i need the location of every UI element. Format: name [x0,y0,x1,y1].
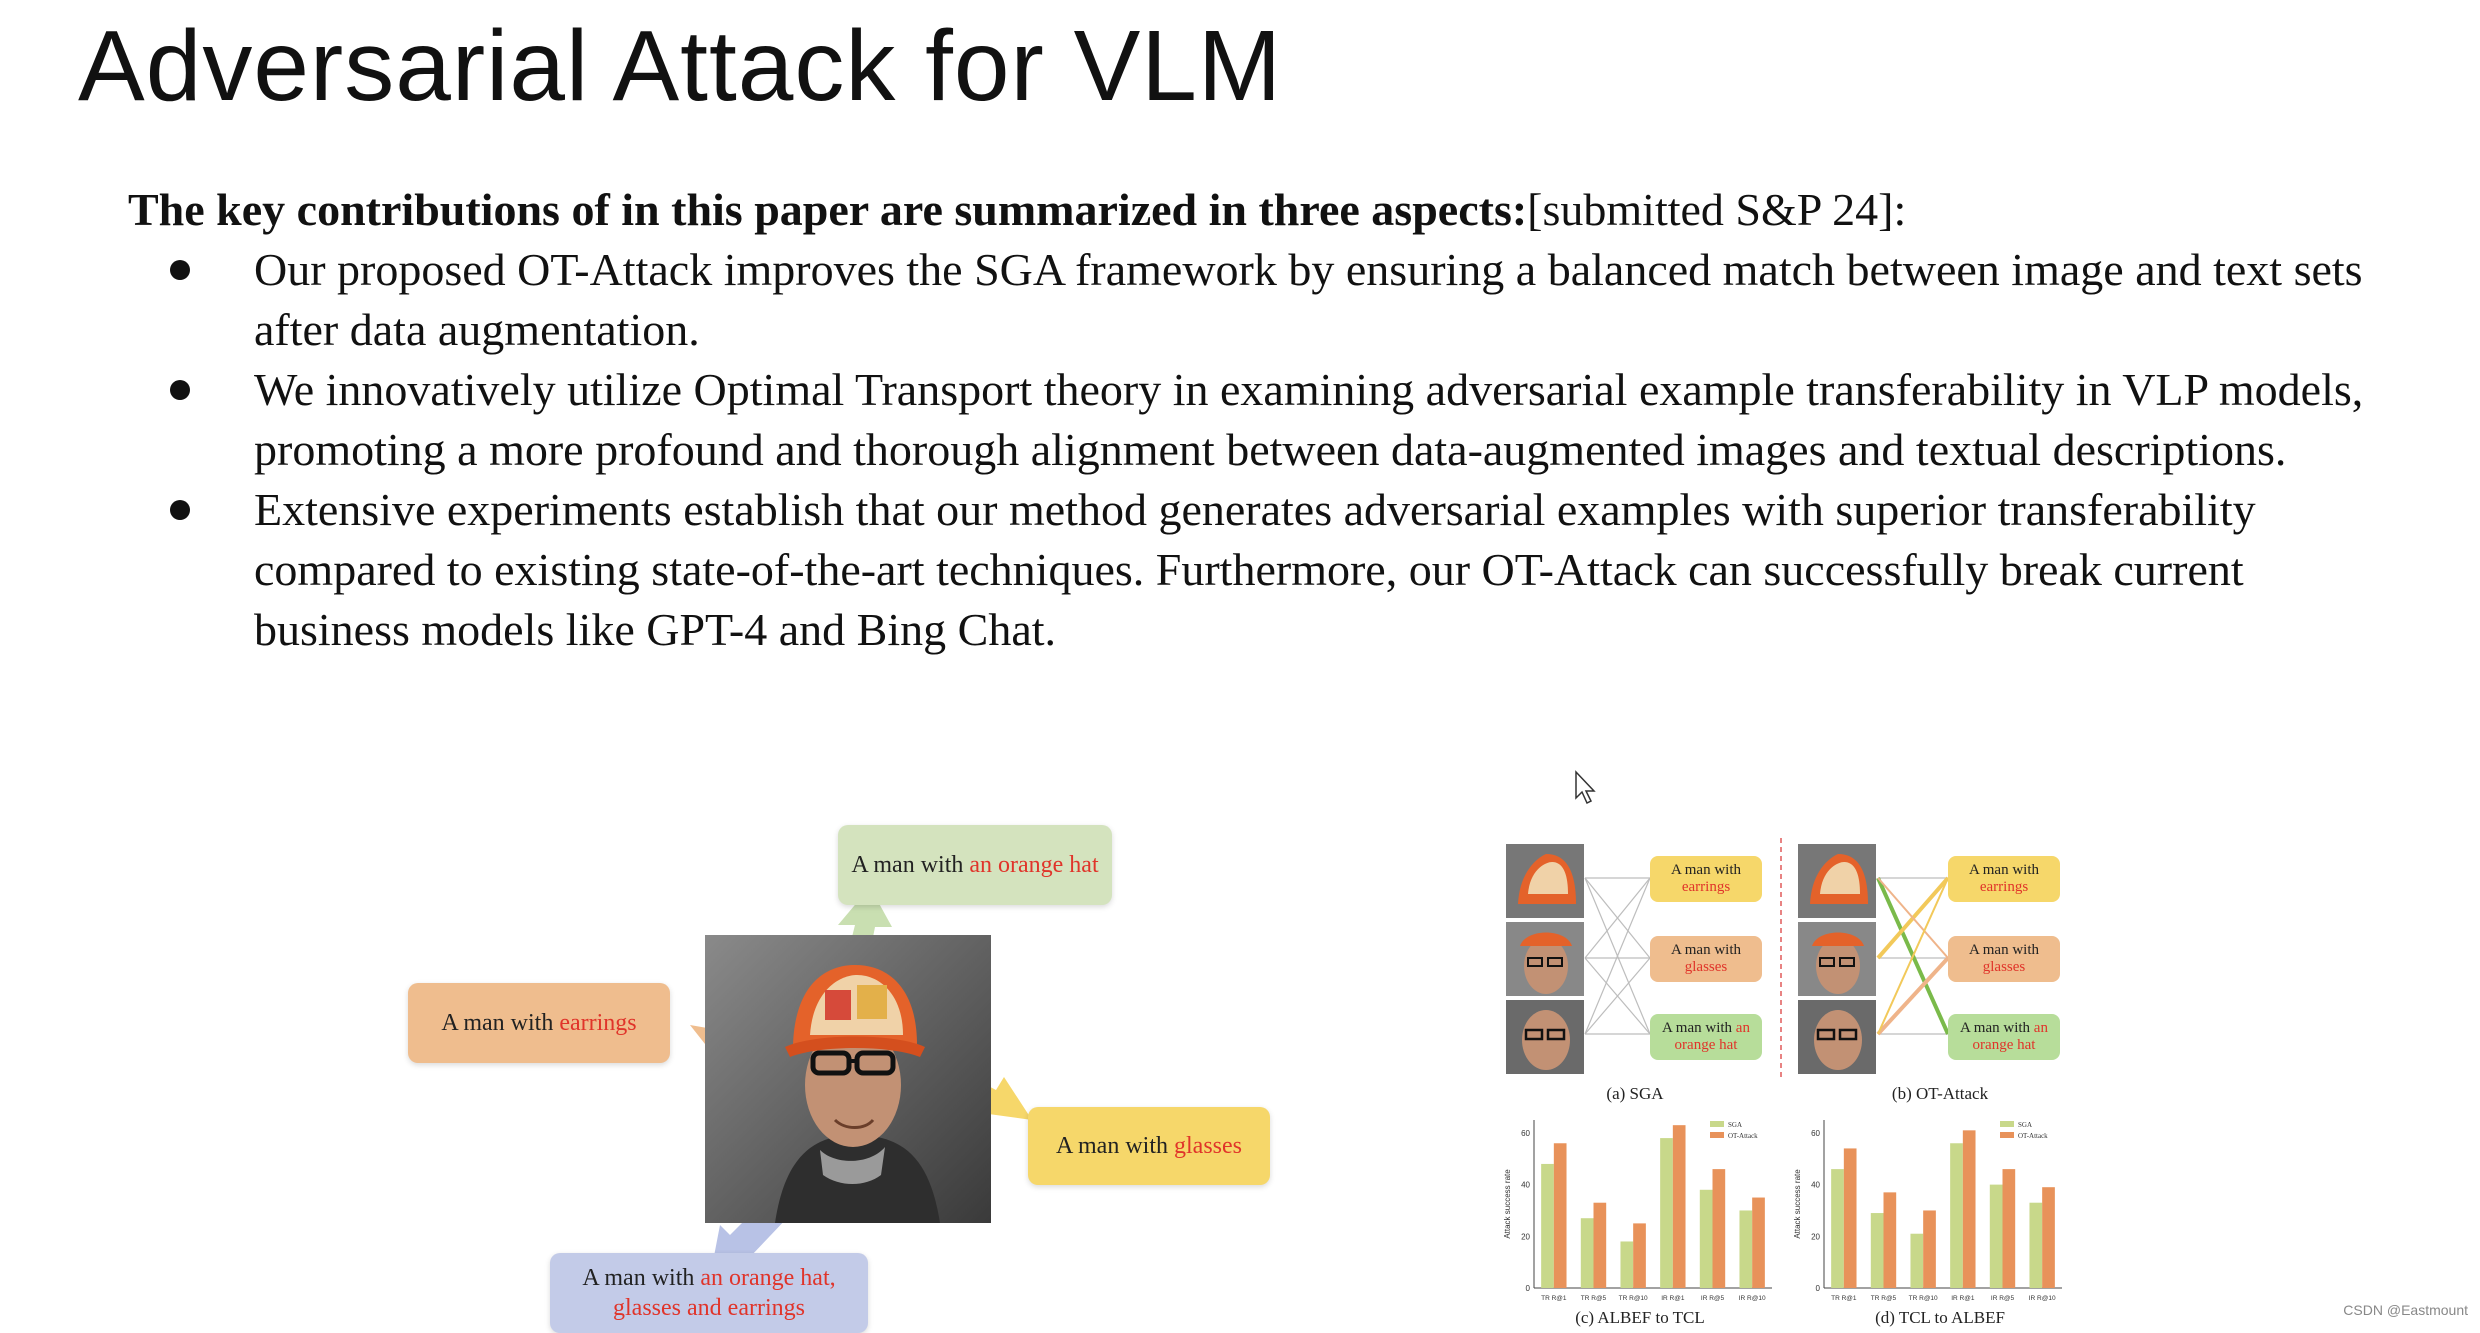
legend-swatch [2000,1121,2014,1127]
x-tick-label: IR R@1 [1661,1295,1685,1302]
man-photo [705,935,991,1223]
x-tick-label: TR R@10 [1909,1295,1938,1302]
matching-lines [1584,838,1950,1078]
legend-swatch [2000,1132,2014,1138]
thumb-face-a [1506,1000,1584,1074]
augmentation-figure: A man with an orange hat A man with earr… [400,815,1280,1333]
caption-c: (c) ALBEF to TCL [1575,1308,1705,1327]
bar-sga [1660,1138,1673,1288]
x-tick-label: IR R@5 [1991,1295,2015,1302]
bar-sga [1950,1143,1963,1288]
bullet-item: Our proposed OT-Attack improves the SGA … [128,240,2368,360]
x-tick-label: TR R@1 [1831,1295,1857,1302]
bar-otattack [1843,1148,1857,1288]
intro-line: The key contributions of in this paper a… [128,180,2368,240]
bar-sga [1831,1169,1844,1288]
bar-sga [1910,1233,1924,1288]
bar-sga [1870,1213,1884,1288]
bar-sga [1739,1210,1753,1288]
thumb-face-b [1798,1000,1876,1074]
bar-sga [1989,1184,2003,1288]
bar-otattack [2002,1169,2016,1288]
caption-b: (b) OT-Attack [1891,1084,1989,1103]
x-tick-label: TR R@10 [1619,1295,1648,1302]
bar-sga [2029,1202,2043,1288]
slide-title: Adversarial Attack for VLM [78,10,1283,122]
x-tick-label: IR R@10 [1739,1295,1766,1302]
y-tick-label: 20 [1811,1232,1820,1241]
caption-bubble-earrings: A man with earrings [408,983,670,1063]
bullet-dot-icon [170,260,190,280]
bar-sga [1620,1241,1634,1288]
watermark: CSDN @Eastmount [2343,1302,2468,1318]
caption-bubble-all: A man with an orange hat,glasses and ear… [550,1253,868,1333]
bullet-item: We innovatively utilize Optimal Transpor… [128,360,2368,480]
legend-label: SGA [1728,1121,1742,1129]
bullet-dot-icon [170,380,190,400]
x-tick-label: IR R@5 [1701,1295,1725,1302]
intro-rest: [submitted S&P 24]: [1527,184,1907,235]
bar-otattack [1553,1143,1567,1288]
legend-label: SGA [2018,1121,2032,1129]
contribution-text: The key contributions of in this paper a… [128,180,2368,660]
bar-sga [1580,1218,1594,1288]
caption-bubble-glasses: A man with glasses [1028,1107,1270,1185]
thumb-hat-a [1506,844,1584,918]
y-axis-label: Attack success rate [1793,1169,1802,1239]
legend-label: OT-Attack [2018,1132,2048,1140]
bar-otattack [2042,1187,2055,1288]
thumb-glasses-a [1506,922,1584,996]
y-tick-label: 60 [1811,1129,1820,1138]
thumb-glasses-b [1798,922,1876,996]
bar-otattack [1923,1210,1936,1288]
bar-otattack [1712,1169,1726,1288]
y-tick-label: 0 [1816,1284,1821,1293]
bullet-dot-icon [170,500,190,520]
bullet-item: Extensive experiments establish that our… [128,480,2368,660]
bar-otattack [1593,1202,1607,1288]
legend-swatch [1710,1132,1724,1138]
mouse-cursor-icon [1575,770,1596,805]
bar-otattack [1883,1192,1897,1288]
bar-otattack [1672,1125,1686,1288]
bar-sga [1699,1189,1713,1288]
x-tick-label: IR R@10 [2029,1295,2056,1302]
y-tick-label: 40 [1811,1181,1820,1190]
x-tick-label: TR R@1 [1541,1295,1567,1302]
legend-swatch [1710,1121,1724,1127]
y-tick-label: 40 [1521,1181,1530,1190]
y-tick-label: 20 [1521,1232,1530,1241]
caption-d: (d) TCL to ALBEF [1875,1308,2005,1327]
y-tick-label: 60 [1521,1129,1530,1138]
x-tick-label: TR R@5 [1581,1295,1607,1302]
intro-bold: The key contributions of in this paper a… [128,184,1528,235]
caption-bubble-hat: A man with an orange hat [838,825,1112,905]
y-tick-label: 0 [1526,1284,1531,1293]
contribution-list: Our proposed OT-Attack improves the SGA … [128,240,2368,660]
thumb-hat-b [1798,844,1876,918]
caption-a: (a) SGA [1606,1084,1664,1103]
x-tick-label: IR R@1 [1951,1295,1975,1302]
bar-otattack [1633,1223,1646,1288]
y-axis-label: Attack success rate [1503,1169,1512,1239]
bar-sga [1541,1163,1554,1288]
bar-otattack [1752,1197,1765,1288]
legend-label: OT-Attack [1728,1132,1758,1140]
bar-otattack [1962,1130,1976,1288]
x-tick-label: TR R@5 [1871,1295,1897,1302]
